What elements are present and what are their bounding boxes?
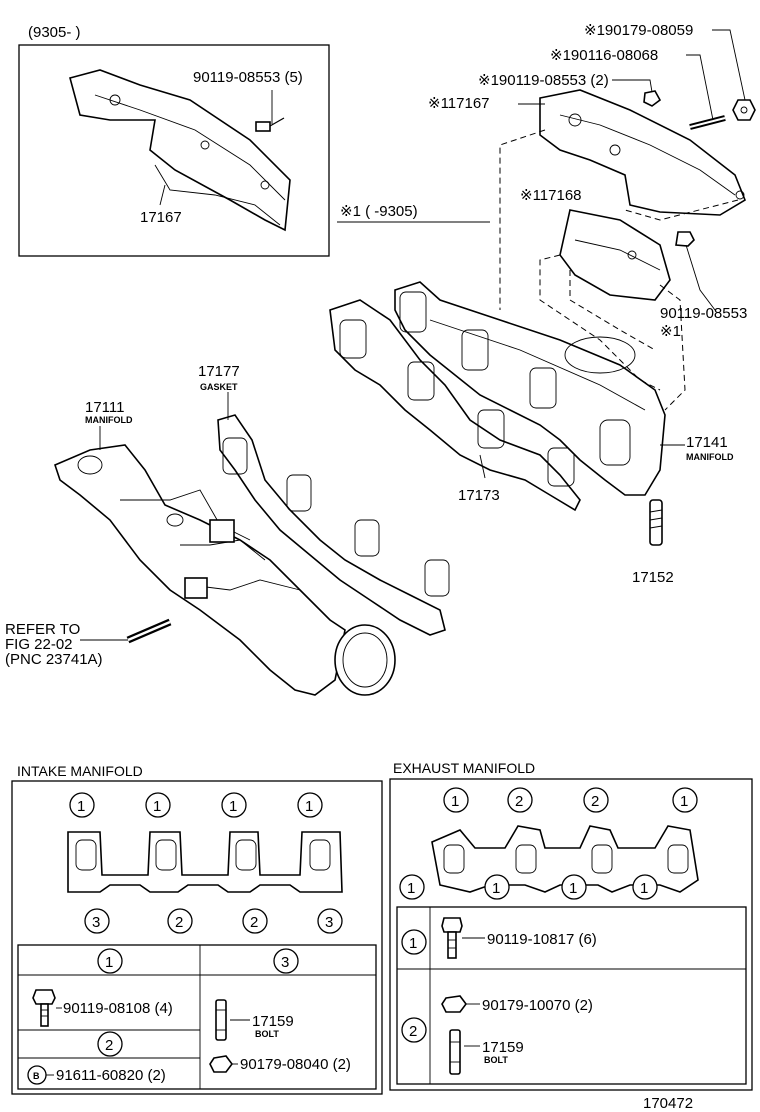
intake-bottom-mark: 2 [250, 914, 258, 931]
inset-range-label: (9305- ) [28, 24, 81, 41]
exhaust-top-mark: 2 [591, 793, 599, 810]
exhaust-manifold-number: 17141 [686, 434, 728, 451]
nut-icon [209, 1055, 233, 1073]
inset-box: (9305- ) 90119-08553 (5) 17167 [18, 24, 330, 257]
exhaust-row2-header: 2 [409, 1023, 417, 1040]
exhaust-bottom-mark: 1 [569, 880, 577, 897]
inset-bolt-icon [255, 117, 285, 132]
nut-icon [732, 99, 756, 121]
inset-heat-insulator [69, 69, 291, 232]
exhaust-manifold [394, 281, 666, 496]
exhaust-row2-part2-name: BOLT [484, 1055, 508, 1065]
stud-icon [689, 115, 726, 130]
intake-col3-part-name: BOLT [255, 1029, 279, 1039]
intake-col3-part-number: 17159 [252, 1013, 294, 1030]
figure-code: 170472 [643, 1095, 693, 1112]
inset-bolt-label: 90119-08553 (5) [193, 69, 303, 86]
intake-gasket-name: GASKET [200, 382, 238, 392]
ref-insulator2-label: ※117168 [520, 187, 582, 204]
stud-label: 17152 [632, 569, 674, 586]
heat-insulator-lower [559, 209, 671, 301]
intake-table-title: INTAKE MANIFOLD [17, 763, 143, 779]
bolt-small-icon [643, 90, 662, 107]
intake-table: INTAKE MANIFOLD 1 1 1 1 3 2 2 3 1 3 [11, 763, 383, 1095]
exhaust-row1-header: 1 [409, 935, 417, 952]
intake-manifold-name: MANIFOLD [85, 415, 133, 425]
stud-bolt-icon [215, 999, 227, 1041]
intake-bottom-mark: 3 [92, 914, 100, 931]
exhaust-table-title: EXHAUST MANIFOLD [393, 760, 535, 776]
stud-17152-icon [649, 499, 663, 546]
ref-mark-label: ※1 [660, 323, 681, 340]
intake-gasket-number: 17177 [198, 363, 240, 380]
nut-icon [441, 995, 467, 1013]
heat-insulator-upper [539, 89, 746, 216]
exhaust-gasket-label: 17173 [458, 487, 500, 504]
exhaust-top-mark: 2 [515, 793, 523, 810]
bolt-lower-icon [675, 231, 695, 247]
stud-bolt-icon [449, 1029, 461, 1075]
exhaust-row2-part1: 90179-10070 (2) [482, 997, 593, 1014]
refer-line1: REFER TO [5, 621, 80, 638]
exhaust-bottom-mark: 1 [407, 880, 415, 897]
intake-col1-header: 1 [105, 954, 113, 971]
ref-nut-label: ※190179-08059 [584, 22, 693, 39]
refer-line3: (PNC 23741A) [5, 651, 103, 668]
refer-stud-icon [126, 618, 172, 644]
exhaust-top-mark: 1 [451, 793, 459, 810]
intake-manifold-number: 17111 [85, 399, 125, 416]
ref-bolt2-label: 90119-08553 [660, 305, 747, 322]
exhaust-manifold-name: MANIFOLD [686, 452, 734, 462]
intake-col1-part: 90119-08108 (4) [63, 1000, 173, 1017]
intake-bottom-mark: 2 [175, 914, 183, 931]
intake-top-mark: 1 [229, 798, 237, 815]
exhaust-row1-part: 90119-10817 (6) [487, 931, 597, 948]
ref-bolt-label: ※190119-08553 (2) [478, 72, 609, 89]
intake-bottom-mark: 3 [325, 914, 333, 931]
note-9305: ※1 ( -9305) [340, 203, 418, 220]
exhaust-table: EXHAUST MANIFOLD 1 2 2 1 1 1 1 1 1 90119… [389, 760, 753, 1091]
exhaust-bottom-mark: 1 [640, 880, 648, 897]
intake-top-mark: 1 [305, 798, 313, 815]
intake-top-mark: 1 [77, 798, 85, 815]
intake-col3-part2: 90179-08040 (2) [240, 1056, 351, 1073]
ref-insulator-label: ※117167 [428, 95, 490, 112]
intake-col2-mark: B [33, 1071, 40, 1081]
bolt-icon [32, 989, 56, 1027]
refer-line2: FIG 22-02 [5, 636, 73, 653]
flange-bolt-icon [441, 917, 463, 959]
intake-col3-header: 3 [281, 954, 289, 971]
intake-gasket-outline [67, 831, 343, 893]
intake-col2-part: 91611-60820 (2) [56, 1067, 166, 1084]
exhaust-bottom-mark: 1 [492, 880, 500, 897]
intake-col2-header: 2 [105, 1037, 113, 1054]
intake-manifold [54, 444, 396, 696]
intake-gasket [217, 414, 450, 636]
inset-part-label: 17167 [140, 209, 182, 226]
ref-stud-label: ※190116-08068 [550, 47, 658, 64]
exhaust-row2-part2-number: 17159 [482, 1039, 524, 1056]
intake-top-mark: 1 [153, 798, 161, 815]
exhaust-gasket [329, 299, 581, 512]
exhaust-top-mark: 1 [680, 793, 688, 810]
